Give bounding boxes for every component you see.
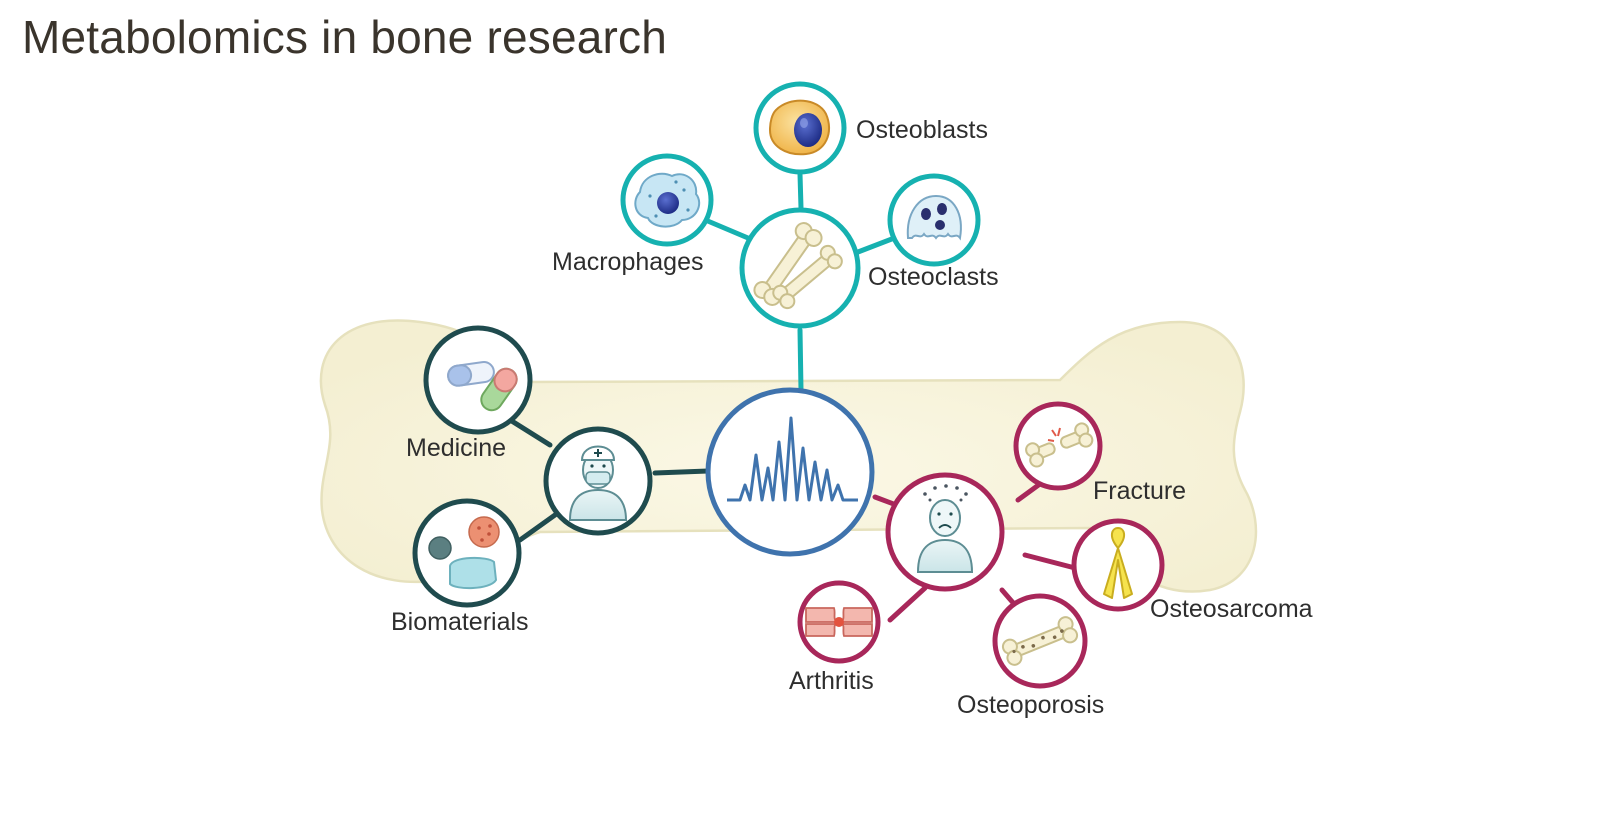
osteoclast-cell-icon	[906, 194, 962, 241]
macrophages-node: Macrophages	[552, 153, 714, 276]
broken-bone-icon	[1025, 422, 1094, 468]
bone-icon	[753, 222, 843, 310]
medicine-label: Medicine	[406, 434, 506, 462]
macrophage-cell-icon	[634, 172, 701, 228]
disease-hub-node	[885, 472, 1005, 592]
fracture-node: Fracture	[1013, 401, 1186, 505]
fracture-label: Fracture	[1093, 477, 1186, 505]
osteoporosis-label: Osteoporosis	[957, 691, 1104, 719]
osteoblast-cell-icon	[768, 99, 831, 156]
spectrum-icon	[727, 416, 858, 502]
osteoclasts-label: Osteoclasts	[868, 263, 999, 291]
osteoblasts-node: Osteoblasts	[753, 81, 988, 175]
porous-bone-icon	[1001, 616, 1079, 666]
joint-icon	[805, 607, 873, 637]
awareness-ribbon-icon	[1103, 527, 1133, 599]
biomaterials-node: Biomaterials	[391, 498, 529, 636]
medicine-node: Medicine	[406, 325, 533, 462]
biomaterials-label: Biomaterials	[391, 608, 529, 636]
page-title: Metabolomics in bone research	[22, 11, 668, 63]
capsule-pills-icon	[447, 361, 518, 412]
biomaterials-icon	[428, 516, 500, 590]
doctor-icon	[568, 445, 628, 521]
metabolomics-center-node	[705, 387, 875, 557]
osteosarcoma-label: Osteosarcoma	[1150, 595, 1313, 623]
osteoporosis-node: Osteoporosis	[957, 593, 1104, 719]
arthritis-label: Arthritis	[789, 667, 874, 695]
osteoclasts-node: Osteoclasts	[868, 173, 999, 291]
osteosarcoma-node: Osteosarcoma	[1071, 518, 1313, 623]
sad-patient-icon	[916, 484, 974, 573]
cells-hub-node	[739, 207, 861, 329]
arthritis-node: Arthritis	[789, 580, 881, 695]
macrophages-label: Macrophages	[552, 248, 703, 276]
osteoblasts-label: Osteoblasts	[856, 116, 988, 144]
medicine-hub-node	[543, 426, 653, 536]
